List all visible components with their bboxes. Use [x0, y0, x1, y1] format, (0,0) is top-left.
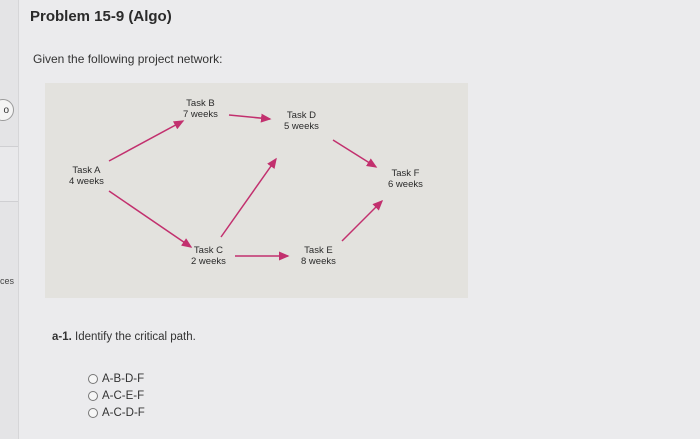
option-label: A-C-E-F	[102, 389, 145, 402]
arrow-c-to-d	[220, 157, 277, 238]
task-c-name: Task C	[193, 245, 223, 256]
task-e-duration: 8 weeks	[301, 256, 336, 267]
task-f-name: Task F	[391, 168, 420, 179]
side-nav-box[interactable]	[0, 146, 18, 202]
option-label: A-C-D-F	[102, 406, 145, 419]
task-a-duration: 4 weeks	[69, 176, 104, 187]
task-node-c: Task C 2 weeks	[191, 245, 226, 267]
radio-button[interactable]	[88, 390, 98, 401]
intro-text: Given the following project network:	[33, 52, 223, 66]
left-sidebar: o ces	[0, 0, 19, 439]
arrow-d-to-f	[332, 139, 378, 168]
task-b-name: Task B	[186, 98, 215, 109]
network-arrows	[108, 113, 384, 261]
option-a-b-d-f[interactable]: A-B-D-F	[88, 370, 145, 387]
question-text: Identify the critical path.	[75, 331, 196, 343]
option-label: A-B-D-F	[102, 372, 145, 385]
radio-button[interactable]	[88, 407, 98, 418]
task-e-name: Task E	[304, 245, 333, 256]
answer-options: A-B-D-F A-C-E-F A-C-D-F	[88, 370, 145, 421]
step-badge[interactable]: o	[0, 99, 14, 121]
arrow-a-to-c	[108, 190, 193, 248]
task-f-duration: 6 weeks	[388, 179, 423, 190]
task-node-d: Task D 5 weeks	[284, 110, 319, 132]
radio-button[interactable]	[88, 373, 98, 384]
project-network-diagram: Task A 4 weeks Task B 7 weeks Task C 2 w…	[45, 83, 468, 298]
task-node-b: Task B 7 weeks	[183, 98, 218, 120]
task-node-a: Task A 4 weeks	[69, 165, 104, 187]
task-d-duration: 5 weeks	[284, 121, 319, 132]
task-b-duration: 7 weeks	[183, 109, 218, 120]
sidebar-label[interactable]: ces	[0, 276, 15, 286]
question-prompt: a-1. Identify the critical path.	[52, 331, 196, 343]
task-c-duration: 2 weeks	[191, 256, 226, 267]
task-node-e: Task E 8 weeks	[301, 245, 336, 267]
arrow-e-to-f	[341, 199, 384, 242]
question-number: a-1.	[52, 331, 72, 343]
arrow-b-to-d	[228, 113, 272, 123]
option-a-c-e-f[interactable]: A-C-E-F	[88, 387, 145, 404]
arrow-a-to-b	[108, 120, 185, 162]
task-node-f: Task F 6 weeks	[388, 168, 423, 190]
task-d-name: Task D	[286, 110, 316, 121]
option-a-c-d-f[interactable]: A-C-D-F	[88, 404, 145, 421]
task-a-name: Task A	[72, 165, 101, 176]
problem-title: Problem 15-9 (Algo)	[30, 8, 172, 25]
